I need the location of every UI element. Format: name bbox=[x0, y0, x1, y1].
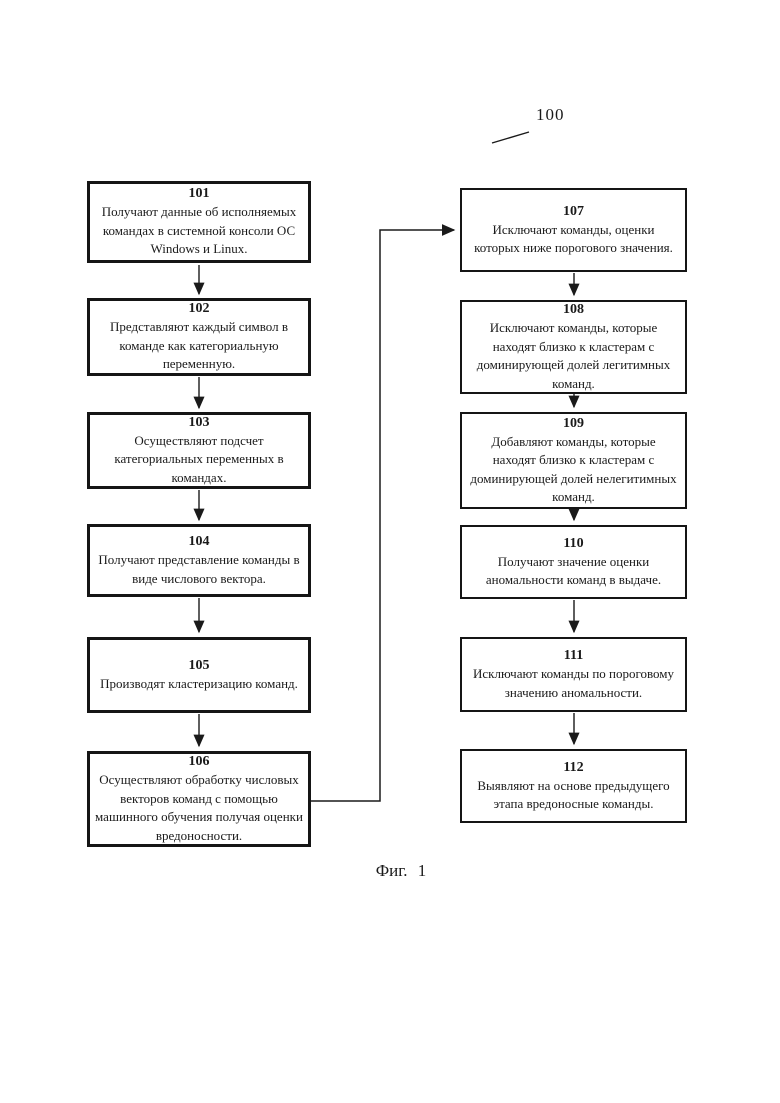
flowchart-step-101: 101 Получают данные об исполняемых коман… bbox=[87, 181, 311, 263]
step-text: Исключают команды, оценки которых ниже п… bbox=[474, 221, 673, 256]
figure-caption: Фиг. 1 bbox=[375, 861, 427, 880]
step-number: 103 bbox=[188, 414, 210, 430]
step-text: Представляют каждый символ в команде как… bbox=[109, 319, 289, 372]
flowchart-step-107: 107 Исключают команды, оценки которых ни… bbox=[460, 188, 687, 272]
flowchart-step-110: 110 Получают значение оценки аномальност… bbox=[460, 525, 687, 599]
step-number: 105 bbox=[188, 657, 210, 673]
figure-reference-number: 100 bbox=[536, 105, 565, 124]
step-number: 104 bbox=[188, 534, 210, 549]
step-number: 106 bbox=[188, 754, 210, 769]
step-number: 107 bbox=[563, 203, 584, 219]
flowchart-step-104: 104 Получают представление команды в вид… bbox=[87, 524, 311, 597]
step-number: 102 bbox=[188, 301, 210, 317]
step-text: Осуществляют подсчет категориальных пере… bbox=[114, 432, 284, 485]
step-text: Исключают команды по пороговому значению… bbox=[472, 666, 675, 700]
flowchart-step-112: 112 Выявляют на основе предыдущего этапа… bbox=[460, 749, 687, 823]
step-number: 109 bbox=[563, 415, 584, 431]
step-number: 112 bbox=[563, 759, 584, 775]
flowchart-step-109: 109 Добавляют команды, которые находят б… bbox=[460, 412, 687, 509]
flowchart-step-102: 102 Представляют каждый символ в команде… bbox=[87, 298, 311, 376]
connector-106-to-107 bbox=[311, 224, 456, 802]
flowchart-step-108: 108 Исключают команды, которые находят б… bbox=[460, 300, 687, 394]
flowchart-step-111: 111 Исключают команды по пороговому знач… bbox=[460, 637, 687, 712]
step-text: Получают значение оценки аномальности ко… bbox=[485, 553, 662, 588]
step-text: Получают данные об исполняемых командах … bbox=[101, 204, 297, 257]
step-number: 108 bbox=[563, 302, 584, 317]
step-text: Выявляют на основе предыдущего этапа вре… bbox=[477, 777, 670, 812]
step-text: Производят кластеризацию команд. bbox=[100, 675, 298, 691]
step-number: 101 bbox=[188, 186, 210, 202]
step-text: Осуществляют обработку числовых векторов… bbox=[95, 772, 303, 843]
step-number: 111 bbox=[563, 648, 584, 663]
flowchart-step-105: 105 Производят кластеризацию команд. bbox=[87, 637, 311, 713]
step-text: Получают представление команды в виде чи… bbox=[98, 552, 300, 586]
step-text: Добавляют команды, которые находят близк… bbox=[470, 433, 677, 505]
reference-pointer-line bbox=[491, 131, 530, 144]
step-number: 110 bbox=[563, 535, 584, 551]
flowchart-step-106: 106 Осуществляют обработку числовых вект… bbox=[87, 751, 311, 847]
flowchart-step-103: 103 Осуществляют подсчет категориальных … bbox=[87, 412, 311, 489]
step-text: Исключают команды, которые находят близк… bbox=[476, 320, 671, 391]
